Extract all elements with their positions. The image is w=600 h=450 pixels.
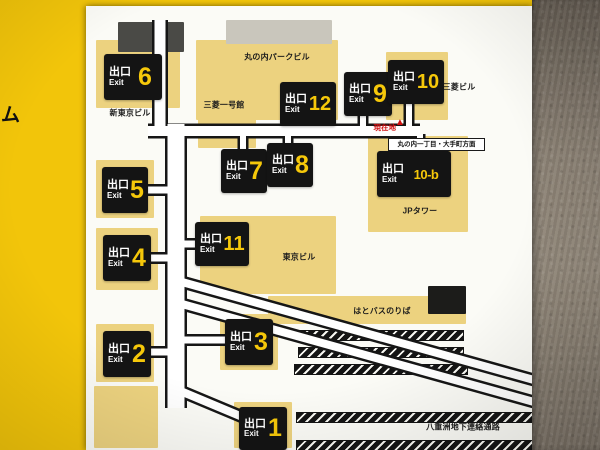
side-panel-text: ム: [1, 105, 21, 126]
corridor-path: [176, 386, 266, 430]
corridor-path: [180, 300, 536, 406]
corridor-path: [180, 278, 536, 384]
wall-texture: [532, 0, 600, 450]
current-location-marker-icon: ▲: [395, 117, 405, 128]
current-location-label: 現在地: [373, 123, 397, 132]
direction-sign: 丸の内一丁目・大手町方面: [388, 138, 485, 151]
